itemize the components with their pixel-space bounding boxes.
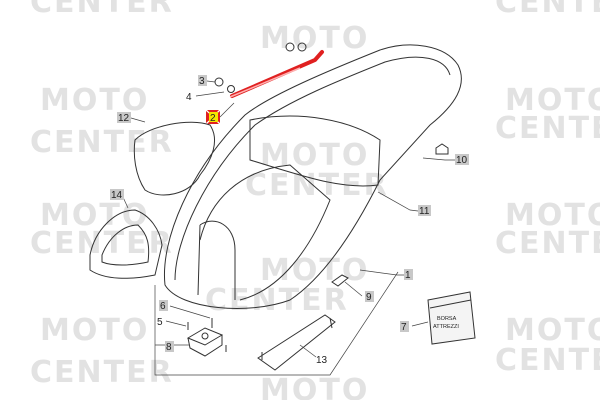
watermark-text: CENTER	[30, 355, 174, 390]
part-tool-tray[interactable]	[257, 314, 336, 371]
watermark-text: CENTER	[495, 343, 600, 378]
callout-number: 11	[419, 206, 430, 217]
watermark-text: MOTO	[260, 253, 369, 288]
part-seat[interactable]	[163, 44, 462, 309]
watermark-text: CENTER	[495, 111, 600, 146]
watermark-text: MOTO	[260, 373, 369, 400]
callout-number: 8	[166, 342, 172, 353]
callout-2-selected[interactable]: 2	[206, 110, 220, 124]
watermark-text: MOTO	[505, 313, 600, 348]
callout-4[interactable]: 4	[186, 92, 192, 103]
callout-number: 12	[118, 113, 130, 124]
watermark-text: CENTER	[205, 283, 349, 318]
part-tail-cover[interactable]	[133, 121, 215, 196]
bag-label: BORSA	[437, 316, 457, 322]
callout-number: 4	[186, 92, 192, 103]
callout-number: 9	[366, 292, 372, 303]
callout-8[interactable]: 8	[165, 341, 174, 353]
callout-number: 7	[401, 322, 407, 333]
callout-5[interactable]: 5	[157, 317, 163, 328]
callout-number: 6	[160, 301, 166, 312]
watermark-text: CENTER	[30, 0, 174, 20]
callout-number: 10	[456, 155, 468, 166]
bag-label: ATTREZZI	[433, 324, 459, 330]
watermark-text: MOTO	[40, 83, 149, 118]
callout-number: 3	[199, 76, 205, 87]
callout-number: 2	[210, 113, 216, 124]
watermark-text: MOTO	[260, 21, 369, 56]
watermark-text: CENTER	[495, 226, 600, 261]
callout-14[interactable]: 14	[110, 189, 124, 201]
part-rubber-block[interactable]	[331, 274, 349, 287]
callout-number: 14	[111, 190, 123, 201]
callout-number: 13	[316, 355, 328, 366]
part-grommet[interactable]	[435, 143, 449, 155]
callouts: 1 2 3 4 5 6 7 8 9 10 11 12 13 14	[110, 75, 469, 366]
callout-9[interactable]: 9	[365, 291, 374, 303]
watermark-text: CENTER	[495, 0, 600, 20]
callout-1[interactable]: 1	[404, 269, 413, 281]
callout-12[interactable]: 12	[117, 112, 131, 124]
part-lock-bracket[interactable]	[186, 318, 227, 357]
part-tool-bag[interactable]: BORSA ATTREZZI	[427, 291, 476, 345]
callout-6[interactable]: 6	[159, 300, 168, 312]
callout-11[interactable]: 11	[418, 205, 431, 217]
watermark-layer: CENTER CENTER MOTO MOTO CENTER MOTO CENT…	[30, 0, 600, 400]
part-backrest-pad[interactable]	[89, 209, 163, 279]
callout-13[interactable]: 13	[316, 355, 328, 366]
watermark-text: MOTO	[505, 198, 600, 233]
callout-7[interactable]: 7	[400, 321, 409, 333]
watermark-text: MOTO	[505, 83, 600, 118]
watermark-text: MOTO	[40, 198, 149, 233]
callout-number: 5	[157, 317, 163, 328]
watermark-text: MOTO	[40, 313, 149, 348]
callout-3[interactable]: 3	[198, 75, 207, 87]
callout-10[interactable]: 10	[455, 154, 469, 166]
callout-number: 1	[405, 270, 411, 281]
watermark-text: CENTER	[30, 125, 174, 160]
